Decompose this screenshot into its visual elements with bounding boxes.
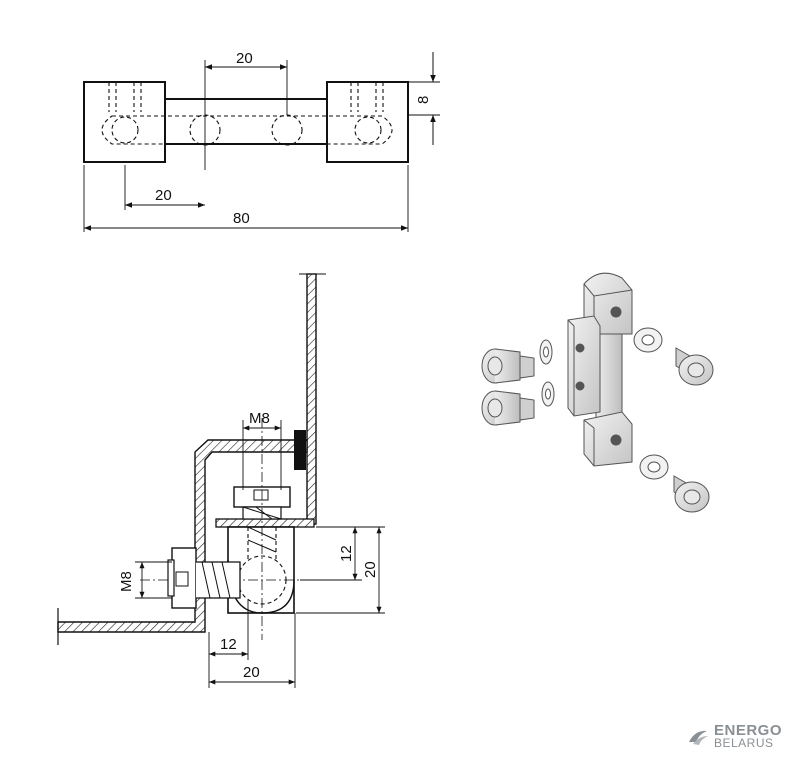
top-dim-gap: 20 (236, 50, 253, 67)
section-dim-block-height: 20 (362, 561, 379, 578)
screw-left-bottom (481, 381, 555, 426)
top-view (83, 52, 440, 232)
screw-right-top (633, 327, 714, 386)
section-dim-bolt-side: M8 (118, 571, 135, 592)
exploded-view (481, 272, 714, 513)
section-dim-block-width: 20 (243, 664, 260, 681)
brand-logo: ENERGO BELARUS (687, 722, 782, 750)
section-dim-axis-width: 12 (220, 636, 237, 653)
logo-line2: BELARUS (713, 736, 774, 750)
section-dim-axis-height: 12 (338, 545, 355, 562)
screw-left-top (481, 339, 553, 384)
section-dim-bolt-top: M8 (249, 410, 270, 427)
logo-line1: ENERGO (713, 722, 782, 739)
screw-right-bottom (639, 454, 710, 513)
top-dim-offset: 20 (155, 187, 172, 204)
top-dim-height: 8 (415, 96, 432, 104)
section-view (57, 273, 385, 688)
energo-logo-icon (688, 730, 708, 745)
top-dim-total: 80 (233, 210, 250, 227)
